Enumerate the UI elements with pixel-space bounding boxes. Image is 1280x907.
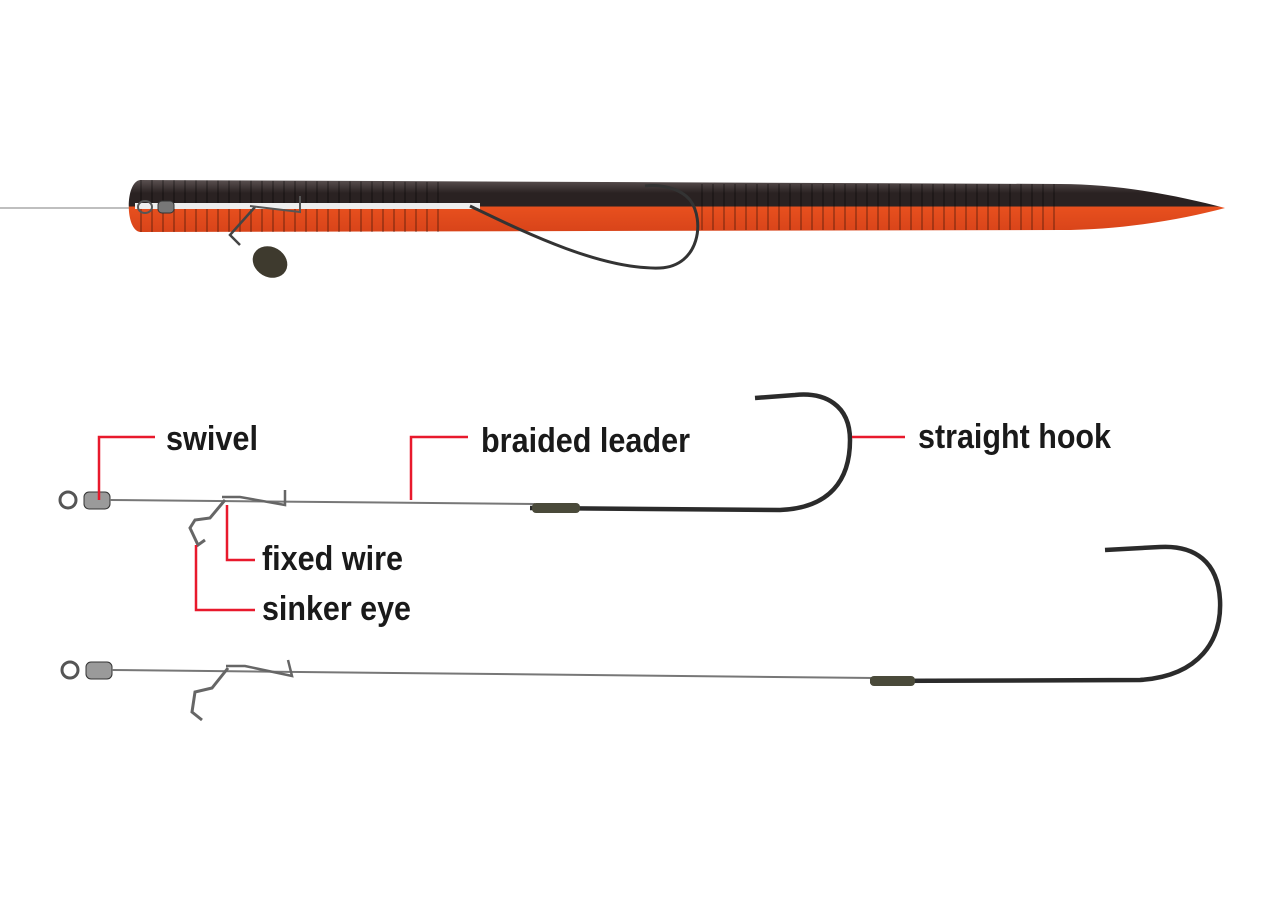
straight-hook — [869, 544, 1223, 684]
sinker-eye-wire — [190, 667, 230, 722]
braided-leader-callout-line — [409, 435, 468, 500]
label-fixed-wire: fixed wire — [262, 540, 403, 578]
swivel-barrel — [157, 200, 175, 214]
rig-1 — [58, 392, 853, 548]
swivel-ring — [58, 490, 78, 510]
swivel-callout-line — [97, 435, 155, 500]
rig-2 — [60, 544, 1223, 722]
swivel-ring — [137, 200, 153, 214]
worm-hook — [469, 184, 700, 270]
sinker-wire — [228, 206, 256, 246]
label-straight-hook: straight hook — [918, 418, 1111, 456]
fixed-wire-callout-line — [225, 505, 255, 562]
braided-leader — [111, 669, 876, 679]
label-braided-leader: braided leader — [481, 422, 690, 460]
fixed-wire — [226, 659, 294, 678]
swivel-barrel — [83, 491, 111, 510]
rigged-worm — [0, 180, 1225, 278]
sinker-eye-wire — [188, 499, 227, 548]
sinker — [252, 246, 288, 278]
braided-leader — [109, 499, 536, 505]
sinker-eye-callout-line — [194, 545, 255, 612]
straight-hook — [529, 392, 853, 513]
swivel-ring — [60, 660, 80, 680]
label-swivel: swivel — [166, 420, 258, 458]
fixed-wire — [222, 490, 287, 507]
label-sinker-eye: sinker eye — [262, 590, 411, 628]
swivel-barrel — [85, 661, 113, 680]
